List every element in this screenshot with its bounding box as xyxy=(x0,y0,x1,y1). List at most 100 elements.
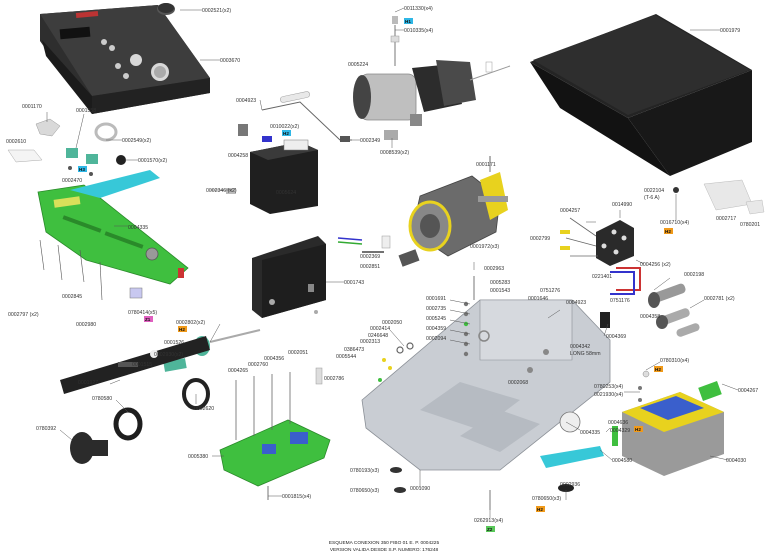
footer-line-2: VERSION VALIDA DESDE S.P. NUMERO: 176248 xyxy=(330,547,439,553)
label-hardware-8: 0002094 xyxy=(426,336,446,342)
label-hardware-1: 0002963 xyxy=(484,266,504,272)
label-transformer-screw-a: 0780253(x4) xyxy=(594,384,623,390)
label-cable-a: 0002845 xyxy=(62,294,82,300)
label-connector-small: 0002470 xyxy=(62,178,82,184)
electronics-box-illustration xyxy=(252,236,326,318)
tag-o4: H2 xyxy=(536,506,545,512)
label-relay-sub-note: (T-6 A) xyxy=(644,195,660,201)
label-foot-3: 0780650(x3) xyxy=(532,496,561,502)
label-relay-block: 0014990 xyxy=(612,202,632,208)
label-pump-foot: 0008539(x2) xyxy=(380,150,409,156)
label-washer-2: 0002414 xyxy=(370,326,390,332)
label-gauge: 0004335 xyxy=(580,430,600,436)
label-washer-4: 0002313 xyxy=(360,339,380,345)
label-wire-1: 0002369 xyxy=(360,254,380,260)
label-shaft-part: 0002802(x2) xyxy=(176,320,205,326)
label-hardware-7: 0004359 xyxy=(426,326,446,332)
knob-shafts-illustration xyxy=(648,283,700,337)
label-knob-shaft: 0004358 xyxy=(640,314,660,320)
tag-h2: H2 xyxy=(282,130,291,136)
sensor-cable-illustration xyxy=(261,91,352,142)
label-terminal-strip: 0004267 xyxy=(738,388,758,394)
wires-mid-illustration xyxy=(337,235,391,253)
pump-motor-illustration xyxy=(353,16,511,140)
tag-o2: H2 xyxy=(664,228,673,234)
tag-z2: Z2 xyxy=(486,526,495,532)
label-filter-module: 0004329 xyxy=(610,428,630,434)
handle-illustration xyxy=(70,407,143,464)
tag-h3: H3 xyxy=(78,166,87,172)
tag-o3: H2 xyxy=(654,366,663,372)
label-terminal: 0002198 xyxy=(684,272,704,278)
label-shaft-gear: 0001526 xyxy=(164,340,184,346)
chassis-illustration xyxy=(361,299,611,471)
label-flat-cable-connector: 0780414(x5) xyxy=(128,310,157,316)
label-shaft-spring: 0002930(x2) xyxy=(154,352,183,358)
label-capacitor-wire: 0002346 (x2) xyxy=(206,188,237,194)
svg-text:H1: H1 xyxy=(405,19,411,24)
label-display-board: 0004335 xyxy=(128,225,148,231)
label-cable-b: 0002980 xyxy=(76,322,96,328)
label-clamp: 0751176 xyxy=(610,298,630,304)
label-relay-wire-b: 0002799 xyxy=(530,236,550,242)
label-fuse: 0002349 xyxy=(360,138,380,144)
label-relay-sub: 0022104 xyxy=(644,188,664,194)
label-washer-5: 0386473 xyxy=(344,347,364,353)
label-transformer-main: 0004030 xyxy=(726,458,746,464)
label-power-cable-length: LONG 58mm xyxy=(570,351,601,357)
control-panel-housing-illustration xyxy=(40,5,210,114)
label-foot-1: 0780193(x3) xyxy=(350,468,379,474)
svg-text:H2: H2 xyxy=(665,229,671,234)
label-sensor-ref: 0010022(x2) xyxy=(270,124,299,130)
sensor-pins-illustration xyxy=(638,370,650,402)
footer-line-1: ESQUEMA CONEXION 350 FIBO 01 E. P. 00042… xyxy=(329,540,440,546)
svg-text:H3: H3 xyxy=(79,167,85,172)
gear-motor-illustration xyxy=(398,156,508,267)
label-hardware-2: 0005283 xyxy=(490,280,510,286)
label-strip-small: 0004636 xyxy=(608,420,628,426)
label-hardware-4: 0001691 xyxy=(426,296,446,302)
svg-text:H2: H2 xyxy=(655,367,661,372)
label-cable-set: 0002797 (x2) xyxy=(8,312,39,318)
label-ring-2: 0002620 xyxy=(194,406,214,412)
label-switch-caps: 0001558 xyxy=(76,108,96,114)
label-screw-top-a: 0011330(x4) xyxy=(404,6,433,12)
tag-z1: Z1 xyxy=(144,316,153,322)
label-power-cable: 0004369 xyxy=(606,334,626,340)
footer-caption: ESQUEMA CONEXION 350 FIBO 01 E. P. 00042… xyxy=(329,540,440,553)
label-wire-2: 0002851 xyxy=(360,264,380,270)
label-label-sheet: 0002610 xyxy=(6,139,26,145)
label-handle-ring: 0780580 xyxy=(92,396,112,402)
label-transformer-screw-b: 0021930(x4) xyxy=(594,392,623,398)
label-gear-motor: 0001171 xyxy=(476,162,496,168)
label-hardware-5: 0002735 xyxy=(426,306,446,312)
svg-text:H2: H2 xyxy=(179,327,185,332)
label-motor-bolt: 0001972(x3) xyxy=(470,244,499,250)
transformer-box-illustration xyxy=(226,124,318,214)
label-relay-wire-d: 0221401 xyxy=(592,274,612,280)
label-knob-shaft-2: 0002781 (x2) xyxy=(704,296,735,302)
label-foot-rubber: 0002936 xyxy=(560,482,580,488)
label-knob-cap: 0002521(x2) xyxy=(202,8,231,14)
svg-text:H2: H2 xyxy=(537,507,543,512)
label-board-cable-2: 0002760 xyxy=(248,362,268,368)
label-control-panel-housing: 0003670 xyxy=(220,58,240,64)
label-washer-6: 0005544 xyxy=(336,354,356,360)
label-push-keys: 0001170 xyxy=(22,104,42,110)
label-electronics-box: 0001743 xyxy=(344,280,364,286)
display-board-illustration xyxy=(37,170,189,301)
label-handle: 0780392 xyxy=(36,426,56,432)
label-washer-1: 0002050 xyxy=(382,320,402,326)
label-power-cable-spec: 0004342 xyxy=(570,344,590,350)
tag-h1: H1 xyxy=(404,18,413,24)
label-relay-wire-a: 0004257 xyxy=(560,208,580,214)
insulation-sheet-illustration xyxy=(703,179,765,215)
label-hinge-bar: 0004923 xyxy=(566,300,586,306)
knob-cap-illustration xyxy=(157,3,175,15)
leader-lines xyxy=(46,7,739,518)
label-relay-screw: 0016710(x4) xyxy=(660,220,689,226)
label-board-cable-1: 0004265 xyxy=(228,368,248,374)
label-insulation-sheet: 0002717 xyxy=(716,216,736,222)
label-pump-motor: 0005224 xyxy=(348,62,368,68)
label-chassis-note: 0002068 xyxy=(508,380,528,386)
